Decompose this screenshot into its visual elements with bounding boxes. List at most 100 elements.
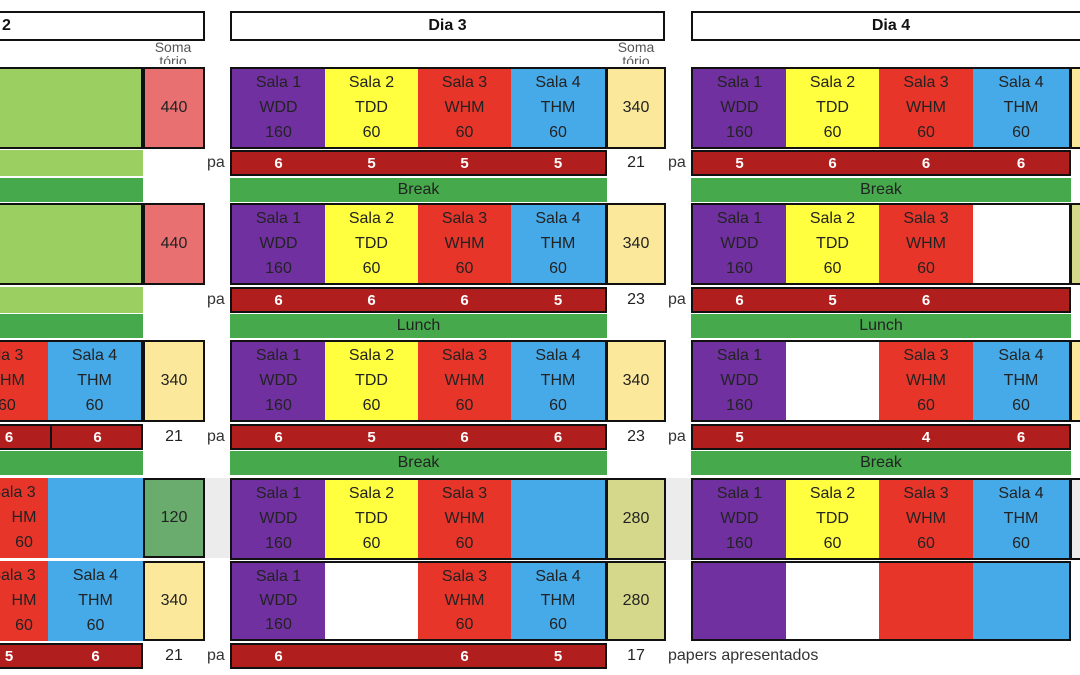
day3-s1-sum: 340 <box>606 67 666 149</box>
day2-s3-num-b: 6 <box>50 424 143 450</box>
day4-s5-room1 <box>693 563 786 639</box>
day4-s5-room2 <box>786 563 879 639</box>
day2-s4-sum: 120 <box>143 478 205 558</box>
day4-s1-countbar <box>691 150 1071 176</box>
day3-s2-count: 23 <box>627 291 645 308</box>
day3-s3-num3: 6 <box>460 428 469 446</box>
day2-s3-countbar <box>0 424 143 450</box>
day2-s3-sum: 340 <box>143 340 205 422</box>
day3-s5-room2 <box>325 563 418 639</box>
day4-s4-sum <box>1070 478 1080 560</box>
day4-s1-sum <box>1070 67 1080 149</box>
day3-break2: Break <box>230 451 607 475</box>
day3-s5-sum: 280 <box>606 561 666 641</box>
day3-s2-num1: 6 <box>274 291 283 309</box>
day4-s3-num2: 4 <box>921 428 931 446</box>
day2-s5-num-b: 6 <box>91 647 100 665</box>
day3-s3-num1: 6 <box>274 428 283 446</box>
day3-s3-num4: 6 <box>553 428 563 446</box>
soma-label-day4 <box>1066 40 1080 64</box>
day3-s2-num2: 6 <box>367 291 376 309</box>
day2-s3-count: 21 <box>165 428 183 445</box>
soma-label-day2: Soma tório <box>154 40 192 64</box>
day4-s3-sum <box>1070 340 1080 422</box>
day3-s3-pa: pa <box>668 428 686 445</box>
day2-s3-block <box>0 340 143 422</box>
day2-s3-pa: pa <box>207 428 225 445</box>
soma-label-day3: Soma tório <box>617 40 655 64</box>
day4-s2-num3: 6 <box>921 291 931 309</box>
day3-header: Dia 3 <box>230 11 665 41</box>
day3-s3-sum: 340 <box>606 340 666 422</box>
day3-s2-num4: 5 <box>553 291 563 309</box>
day4-s5-room3 <box>879 563 973 639</box>
day2-lunch <box>0 314 143 338</box>
day2-s1-block <box>0 67 143 149</box>
day4-s3-countbar <box>691 424 1071 450</box>
day3-s2-countbar <box>230 287 607 313</box>
day4-break2: Break <box>691 451 1071 475</box>
day4-s1-num1: 5 <box>735 154 744 172</box>
day3-s5-countbar <box>230 643 607 669</box>
day4-lunch: Lunch <box>691 314 1071 338</box>
day4-s1-num3: 6 <box>921 154 931 172</box>
footer-label: papers apresentados <box>668 647 819 664</box>
day3-s2-pa: pa <box>668 291 686 308</box>
day3-s1-countbar <box>230 150 607 176</box>
day4-s1-num2: 6 <box>828 154 837 172</box>
day4-s2-sum <box>1070 203 1080 285</box>
day2-s4-room3 <box>0 478 48 558</box>
day3-s3-countbar <box>230 424 607 450</box>
day3-s5-num4: 5 <box>553 647 563 665</box>
day2-s2-sum: 440 <box>143 203 205 285</box>
day4-s2-countbar <box>691 287 1071 313</box>
day4-s3-num3: 6 <box>1016 428 1026 446</box>
day4-s2-num2: 5 <box>828 291 837 309</box>
day3-s1-num3: 5 <box>460 154 469 172</box>
day3-lunch: Lunch <box>230 314 607 338</box>
day4-s1-num4: 6 <box>1016 154 1026 172</box>
day2-s3-num-a: 6 <box>4 428 14 446</box>
day3-s4-sum: 280 <box>606 478 666 560</box>
day3-s3-num2: 5 <box>367 428 376 446</box>
day2-s5-count: 21 <box>165 647 183 664</box>
day2-break1 <box>0 178 143 202</box>
day2-break2 <box>0 451 143 475</box>
day3-s1-count: 21 <box>627 154 645 171</box>
day3-s5-count: 17 <box>627 647 645 664</box>
day2-s5-countbar <box>0 643 143 669</box>
day3-s5-num1: 6 <box>274 647 283 665</box>
day2-s2-block <box>0 203 143 285</box>
day3-s1-num4: 5 <box>553 154 563 172</box>
day2-header: 2 <box>0 11 205 41</box>
day3-s4-room4 <box>511 480 605 558</box>
day2-s1-bar <box>0 150 143 176</box>
